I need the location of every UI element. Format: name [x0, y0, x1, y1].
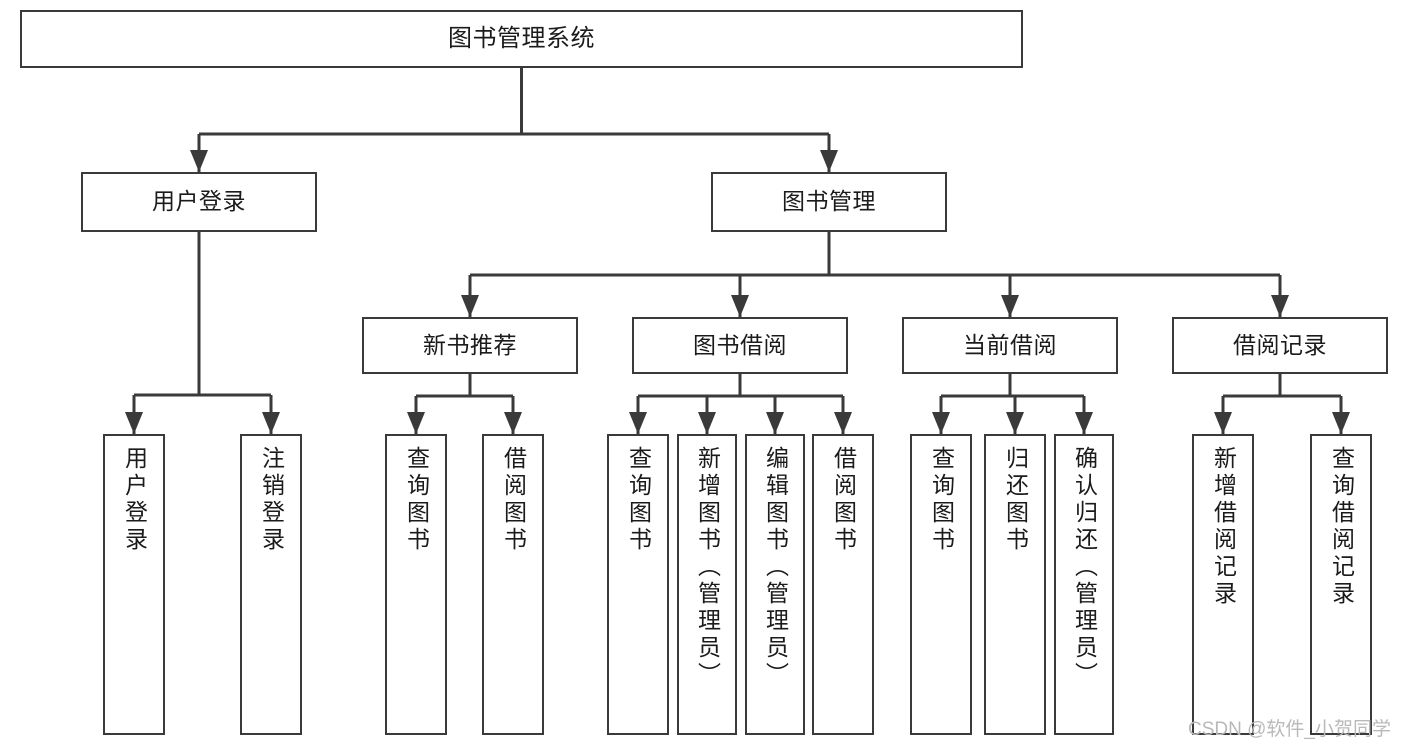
node-leaf-add-book[interactable]: 新增图书（管理员）	[677, 434, 737, 735]
node-label: 用户登录	[152, 188, 246, 215]
node-label: 查询借阅记录	[1328, 446, 1355, 608]
node-leaf-query-book-3[interactable]: 查询图书	[910, 434, 972, 735]
node-label: 新书推荐	[423, 331, 517, 358]
node-label: 查询图书	[625, 446, 652, 554]
node-book-borrow[interactable]: 图书借阅	[632, 317, 848, 374]
node-label: 图书管理系统	[448, 24, 595, 52]
node-label: 注销登录	[258, 446, 285, 554]
node-leaf-return-book[interactable]: 归还图书	[984, 434, 1046, 735]
node-label: 借阅图书	[500, 446, 527, 554]
node-root[interactable]: 图书管理系统	[20, 10, 1023, 68]
node-label: 新增图书（管理员）	[694, 446, 721, 689]
node-book-manage[interactable]: 图书管理	[711, 172, 947, 232]
node-leaf-add-record[interactable]: 新增借阅记录	[1192, 434, 1254, 735]
node-leaf-confirm-return[interactable]: 确认归还（管理员）	[1054, 434, 1114, 735]
csdn-watermark: CSDN @软件_小贺同学	[1188, 719, 1391, 740]
node-label: 借阅图书	[830, 446, 857, 554]
node-leaf-edit-book[interactable]: 编辑图书（管理员）	[745, 434, 805, 735]
node-leaf-query-record[interactable]: 查询借阅记录	[1310, 434, 1372, 735]
node-leaf-user-login[interactable]: 用户登录	[103, 434, 165, 735]
node-leaf-borrow-book-2[interactable]: 借阅图书	[812, 434, 874, 735]
node-label: 查询图书	[928, 446, 955, 554]
node-user-login[interactable]: 用户登录	[81, 172, 317, 232]
node-leaf-borrow-book-1[interactable]: 借阅图书	[482, 434, 544, 735]
node-leaf-user-logout[interactable]: 注销登录	[240, 434, 302, 735]
node-label: 借阅记录	[1233, 331, 1327, 358]
node-label: 确认归还（管理员）	[1071, 446, 1098, 689]
node-leaf-query-book-1[interactable]: 查询图书	[385, 434, 447, 735]
node-label: 归还图书	[1002, 446, 1029, 554]
node-label: 用户登录	[121, 446, 148, 554]
node-label: 当前借阅	[963, 331, 1057, 358]
node-leaf-query-book-2[interactable]: 查询图书	[607, 434, 669, 735]
node-current-borrow[interactable]: 当前借阅	[902, 317, 1118, 374]
node-new-book-rec[interactable]: 新书推荐	[362, 317, 578, 374]
node-label: 编辑图书（管理员）	[762, 446, 789, 689]
node-label: 查询图书	[403, 446, 430, 554]
node-label: 图书借阅	[693, 331, 787, 358]
node-label: 图书管理	[782, 188, 876, 215]
node-borrow-record[interactable]: 借阅记录	[1172, 317, 1388, 374]
node-label: 新增借阅记录	[1210, 446, 1237, 608]
